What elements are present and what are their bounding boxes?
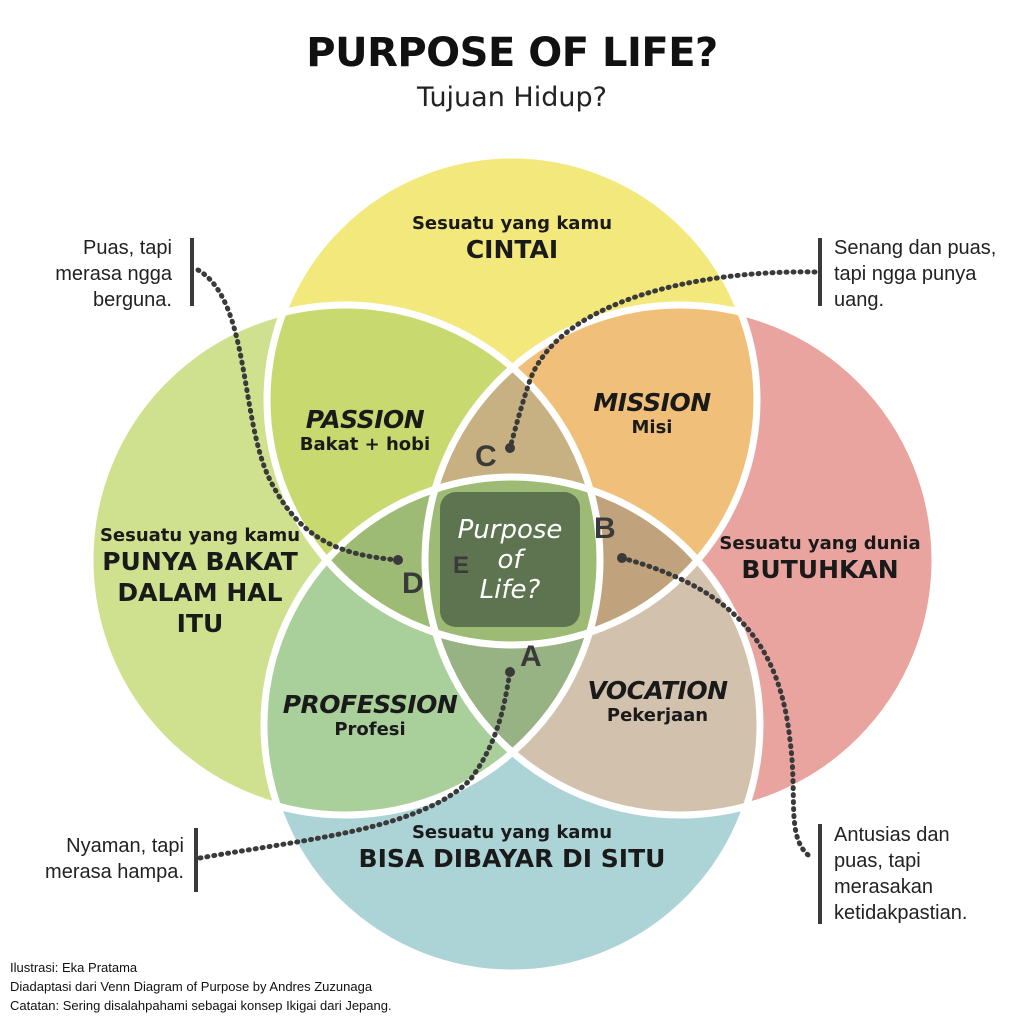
credit-adapted: Diadaptasi dari Venn Diagram of Purpose … [10, 979, 373, 994]
credit-illustration: Ilustrasi: Eka Pratama [10, 960, 138, 975]
note-bottom-right-4: ketidakpastian. [834, 902, 968, 924]
note-top-right-1: Senang dan puas, [834, 237, 997, 259]
label-passion: PASSION Bakat + hobi [275, 405, 455, 455]
note-bottom-right-1: Antusias dan [834, 824, 950, 846]
label-bottom-circle: Sesuatu yang kamu BISA DIBAYAR DI SITU [312, 822, 712, 874]
note-top-left-3: berguna. [93, 289, 172, 311]
vocation-sub: Pekerjaan [606, 705, 709, 726]
note-top-left-1: Puas, tapi [83, 237, 172, 259]
label-right-circle: Sesuatu yang dunia BUTUHKAN [705, 533, 935, 585]
leader-top-right [507, 269, 818, 451]
note-bottom-right: Antusias dan puas, tapi merasakan ketida… [834, 822, 1019, 926]
label-mission: MISSION Misi [562, 388, 742, 438]
page-subtitle: Tujuan Hidup? [417, 82, 607, 113]
note-bottom-left-1: Nyaman, tapi [66, 835, 184, 857]
note-top-left-2: merasa ngga [55, 263, 172, 285]
passion-sub: Bakat + hobi [299, 434, 431, 455]
leader-bottom-left [197, 669, 513, 861]
bottom-circle-small: Sesuatu yang kamu [411, 822, 613, 843]
note-bottom-left-2: merasa hampa. [45, 861, 184, 883]
center-line-3: Life? [479, 575, 541, 605]
top-circle-small: Sesuatu yang kamu [411, 213, 613, 234]
note-top-right: Senang dan puas, tapi ngga punya uang. [834, 235, 1019, 313]
region-d [267, 477, 600, 645]
letter-d: D [402, 567, 424, 600]
leader-dot-a [505, 667, 515, 677]
left-circle-big-3: ITU [176, 609, 224, 638]
credits: Ilustrasi: Eka Pratama Diadaptasi dari V… [10, 958, 392, 1015]
credit-note: Catatan: Sering disalahpahami sebagai ko… [10, 998, 392, 1013]
label-left-circle: Sesuatu yang kamu PUNYA BAKAT DALAM HAL … [80, 525, 320, 639]
leader-dot-d [393, 555, 403, 565]
profession-title: PROFESSION [282, 690, 458, 719]
right-circle-big: BUTUHKAN [741, 555, 899, 584]
letter-e: E [453, 552, 470, 579]
left-circle-big-1: PUNYA BAKAT [102, 547, 298, 576]
top-circle-big: CINTAI [465, 235, 559, 264]
bottom-circle-big: BISA DIBAYAR DI SITU [358, 844, 666, 873]
vocation-title: VOCATION [587, 676, 729, 705]
mission-sub: Misi [631, 417, 673, 438]
left-circle-big-2: DALAM HAL [117, 578, 283, 607]
page-title: PURPOSE OF LIFE? [306, 30, 718, 76]
center-purpose-box [440, 492, 580, 627]
label-top-circle: Sesuatu yang kamu CINTAI [362, 213, 662, 265]
label-vocation: VOCATION Pekerjaan [565, 676, 750, 726]
letter-c: C [475, 440, 497, 473]
region-b [425, 477, 757, 645]
region-c [425, 305, 600, 645]
label-profession: PROFESSION Profesi [265, 690, 475, 740]
mission-title: MISSION [593, 388, 711, 417]
center-purpose-text: Purpose of Life? [440, 515, 580, 605]
note-bottom-left: Nyaman, tapi merasa hampa. [20, 833, 184, 885]
note-bottom-right-2: puas, tapi [834, 850, 921, 872]
passion-title: PASSION [305, 405, 425, 434]
profession-sub: Profesi [334, 719, 406, 740]
leader-dot-c [505, 443, 515, 453]
note-top-left: Puas, tapi merasa ngga berguna. [20, 235, 172, 313]
center-line-1: Purpose [457, 515, 563, 545]
note-top-right-2: tapi ngga punya [834, 263, 977, 285]
leader-dot-b [617, 553, 627, 563]
region-a [425, 477, 600, 815]
note-top-right-3: uang. [834, 289, 885, 311]
leader-bottom-right [619, 555, 815, 861]
note-bottom-right-3: merasakan [834, 876, 933, 898]
leader-top-left [195, 267, 401, 563]
letter-a: A [520, 640, 542, 673]
right-circle-small: Sesuatu yang dunia [719, 533, 921, 554]
left-circle-small: Sesuatu yang kamu [99, 525, 301, 546]
letter-b: B [594, 512, 616, 545]
center-line-2: of [497, 545, 523, 575]
